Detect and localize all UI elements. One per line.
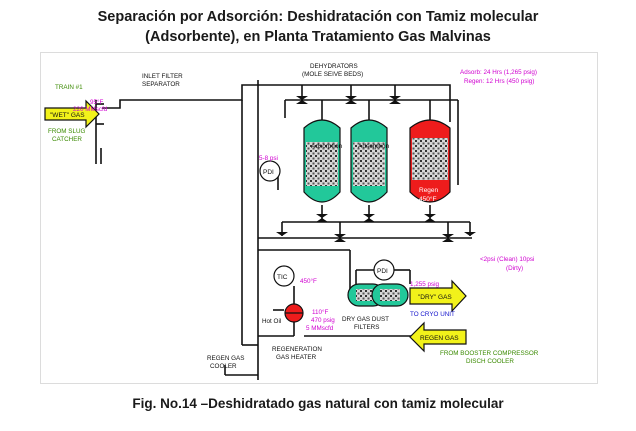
adsorb-time: Adsorb: 24 Hrs (1,265 psig) [460, 69, 537, 76]
dry-gas-dust-filters [347, 283, 409, 307]
pdi-filter-label: PDI [377, 268, 388, 275]
dehydrators-label-2: (MOLE SEIVE BEDS) [302, 71, 363, 78]
vessel-3-label: Regen [419, 187, 439, 194]
valves [276, 96, 476, 242]
slug-label-1: FROM SLUG [48, 128, 86, 135]
dry-gas-label: "DRY" GAS [418, 294, 452, 301]
instrument-bubbles [259, 160, 395, 287]
regen-time: Regen: 12 Hrs (450 psig) [464, 78, 534, 85]
flow-arrows [44, 99, 467, 353]
wet-gas-label: "WET" GAS [50, 112, 85, 119]
heater-label-1: REGENERATION [272, 346, 322, 353]
dry-pressure: 1,255 psig [410, 281, 440, 288]
dp-filter-1: <2psi (Clean) 10psi [480, 256, 534, 263]
regen-gas-label: REGEN GAS [420, 335, 459, 342]
figure-caption: Fig. No.14 –Deshidratado gas natural con… [132, 396, 504, 411]
filters-label-1: DRY GAS DUST [342, 316, 389, 323]
inlet-filter-label-2: SEPARATOR [142, 81, 180, 88]
wet-gas-arrow [44, 99, 100, 129]
heater-label-2: GAS HEATER [276, 354, 317, 361]
inlet-filter-label-1: INLET FILTER [142, 73, 183, 80]
page-title-line-2: (Adsorbente), en Planta Tratamiento Gas … [145, 29, 491, 45]
dp-filter-2: (Dirty) [506, 265, 523, 272]
adsorption-vessel-1 [303, 119, 341, 203]
cooler-label-1: REGEN GAS [207, 355, 244, 362]
page-title-line-1: Separación por Adsorción: Deshidratación… [97, 9, 539, 25]
dehydrators-label-1: DEHYDRATORS [310, 63, 358, 70]
regen-out-temp: 110°F [312, 308, 329, 316]
dry-gas-arrow [409, 279, 467, 313]
from-booster-2: DISCH COOLER [466, 358, 514, 365]
from-booster-1: FROM BOOSTER COMPRESSOR [440, 350, 539, 357]
regeneration-heater-icon [284, 303, 304, 323]
inlet-temp: 95°F [90, 98, 104, 106]
cooler-label-2: COOLER [210, 363, 237, 370]
regen-gas-arrow [409, 321, 467, 353]
regen-out-pressure: 470 psig [311, 317, 335, 324]
piping [95, 80, 472, 380]
regen-out-flow: 5 MMscfd [306, 325, 334, 332]
train-label: TRAIN #1 [55, 84, 83, 91]
vessel-3-temp: 450°F [419, 195, 436, 203]
tic-temp: 450°F [300, 277, 317, 285]
dp-bed: 5-8 psi [259, 155, 278, 162]
inlet-flow: 220 MMscfd [73, 106, 108, 113]
hot-oil-label: Hot Oil [262, 318, 281, 325]
adsorption-vessel-2 [350, 119, 388, 203]
pdi-top-label: PDI [263, 169, 274, 176]
regen-vessel [409, 119, 451, 203]
vessel-2-label: Adsorption [358, 143, 389, 150]
tic-label: TIC [277, 274, 288, 281]
diagram-frame [40, 52, 598, 384]
vessel-1-label: Adsorption [311, 143, 342, 150]
to-cryo-label: TO CRYO UNIT [410, 311, 455, 318]
slug-label-2: CATCHER [52, 136, 82, 143]
filters-label-2: FILTERS [354, 324, 379, 331]
